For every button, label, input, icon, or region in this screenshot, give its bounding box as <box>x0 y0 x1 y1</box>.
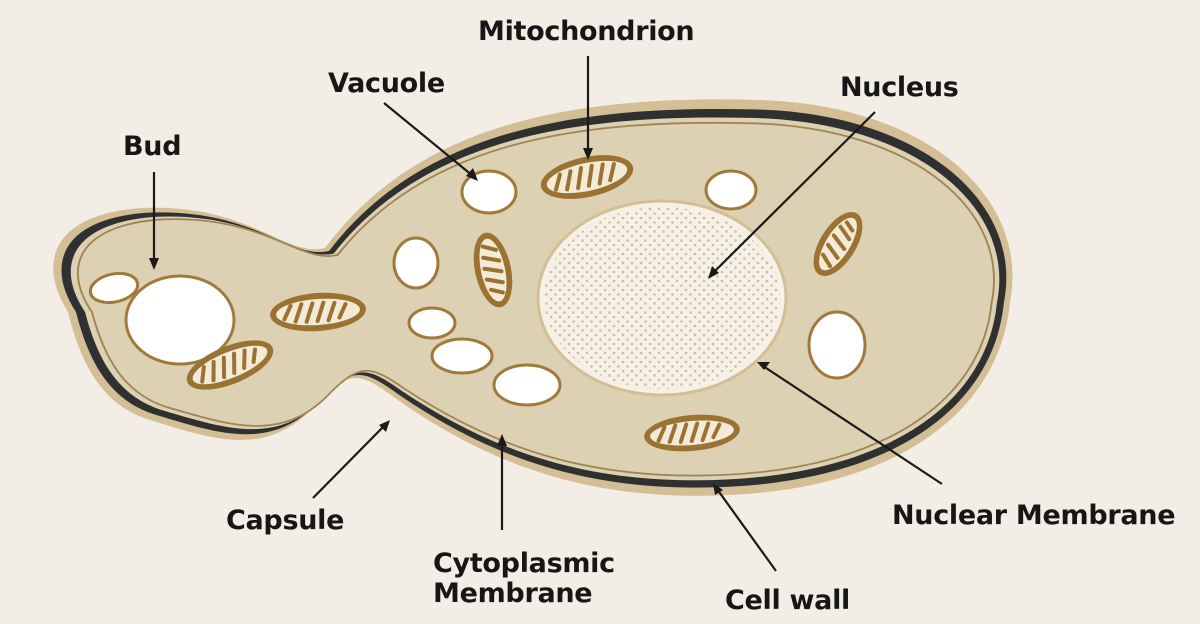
mitochondrion <box>644 414 740 452</box>
vacuole <box>407 306 457 340</box>
label-nucleus: Nucleus <box>840 72 959 103</box>
mitochondrion <box>270 292 366 332</box>
nucleus-chromatin <box>544 207 780 389</box>
cytoplasmic-membrane-line <box>77 121 995 477</box>
label-mitochondrion: Mitochondrion <box>478 16 695 47</box>
vacuole-bud-large <box>124 274 236 366</box>
label-cytoplasmic-line1: Cytoplasmic <box>433 548 615 579</box>
vacuole-bud-small <box>88 271 140 305</box>
label-bud: Bud <box>123 131 182 162</box>
pointer-arrowheads <box>149 148 770 495</box>
vacuole <box>460 169 518 215</box>
label-cell-wall: Cell wall <box>725 585 851 616</box>
pointer-cell-wall <box>716 488 777 572</box>
pointer-lines <box>152 56 943 572</box>
pointer-vacuole <box>383 102 474 177</box>
vacuole <box>492 363 562 407</box>
label-nuclear-membrane: Nuclear Membrane <box>892 500 1176 531</box>
mitochondrion <box>473 232 513 308</box>
vacuole <box>704 169 758 211</box>
vacuole <box>807 310 867 380</box>
vacuole <box>392 236 440 290</box>
pointer-nucleus <box>712 111 876 274</box>
label-vacuole: Vacuole <box>328 68 445 99</box>
mitochondrion <box>186 340 274 390</box>
pointer-nuclear-membrane <box>762 365 943 485</box>
label-cytoplasmic-line2: Membrane <box>433 578 593 609</box>
label-capsule: Capsule <box>226 505 345 536</box>
mitochondrion <box>540 155 634 199</box>
label-cytoplasmic-membrane: Cytoplasmic Membrane <box>433 549 615 609</box>
vacuoles <box>88 169 867 407</box>
mitochondrion <box>813 212 863 276</box>
vacuole <box>430 337 494 375</box>
pointer-capsule <box>312 424 386 499</box>
cytoplasm <box>70 117 1000 481</box>
